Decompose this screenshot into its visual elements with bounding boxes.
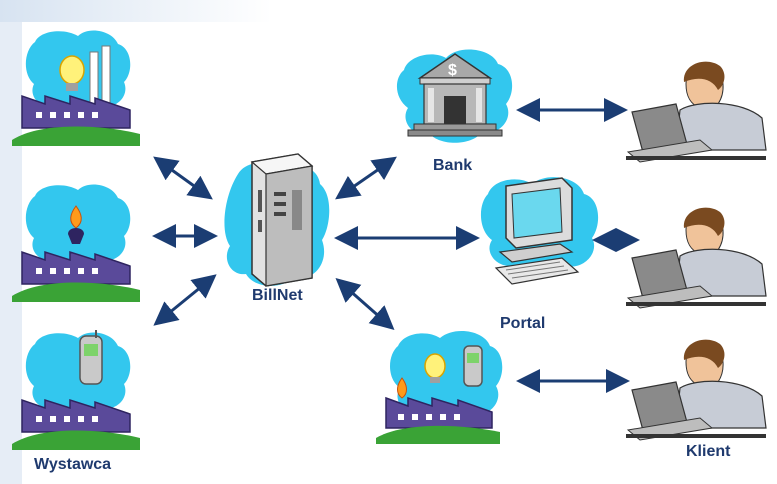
billnet-server-icon xyxy=(224,153,330,287)
factory-lightbulb-icon xyxy=(12,30,140,146)
user-at-laptop-icon xyxy=(626,207,767,309)
connection-arrows xyxy=(152,98,640,393)
arrow-factory1-billnet xyxy=(153,156,213,200)
factory-gas-flame-icon xyxy=(12,184,140,302)
background-left-tint xyxy=(0,0,22,484)
portal-computer-icon xyxy=(480,177,599,285)
label-issuer: Wystawca xyxy=(34,456,112,473)
factory-mobile-phone-icon xyxy=(12,330,140,450)
label-client: Klient xyxy=(686,443,731,460)
label-portal: Portal xyxy=(500,315,546,332)
arrow-billnet-multiprovider xyxy=(335,278,395,330)
svg-text:$: $ xyxy=(448,62,457,79)
label-bank: Bank xyxy=(433,157,473,174)
multi-provider-factory-icon xyxy=(376,331,503,444)
user-at-laptop-icon xyxy=(626,61,767,163)
user-at-laptop-icon xyxy=(626,339,767,441)
label-billnet: BillNet xyxy=(252,287,303,304)
arrow-billnet-bank xyxy=(335,156,397,200)
bank-building-icon: $ xyxy=(396,49,513,143)
arrow-factory3-billnet xyxy=(153,274,217,326)
background-top-tint xyxy=(0,0,777,22)
